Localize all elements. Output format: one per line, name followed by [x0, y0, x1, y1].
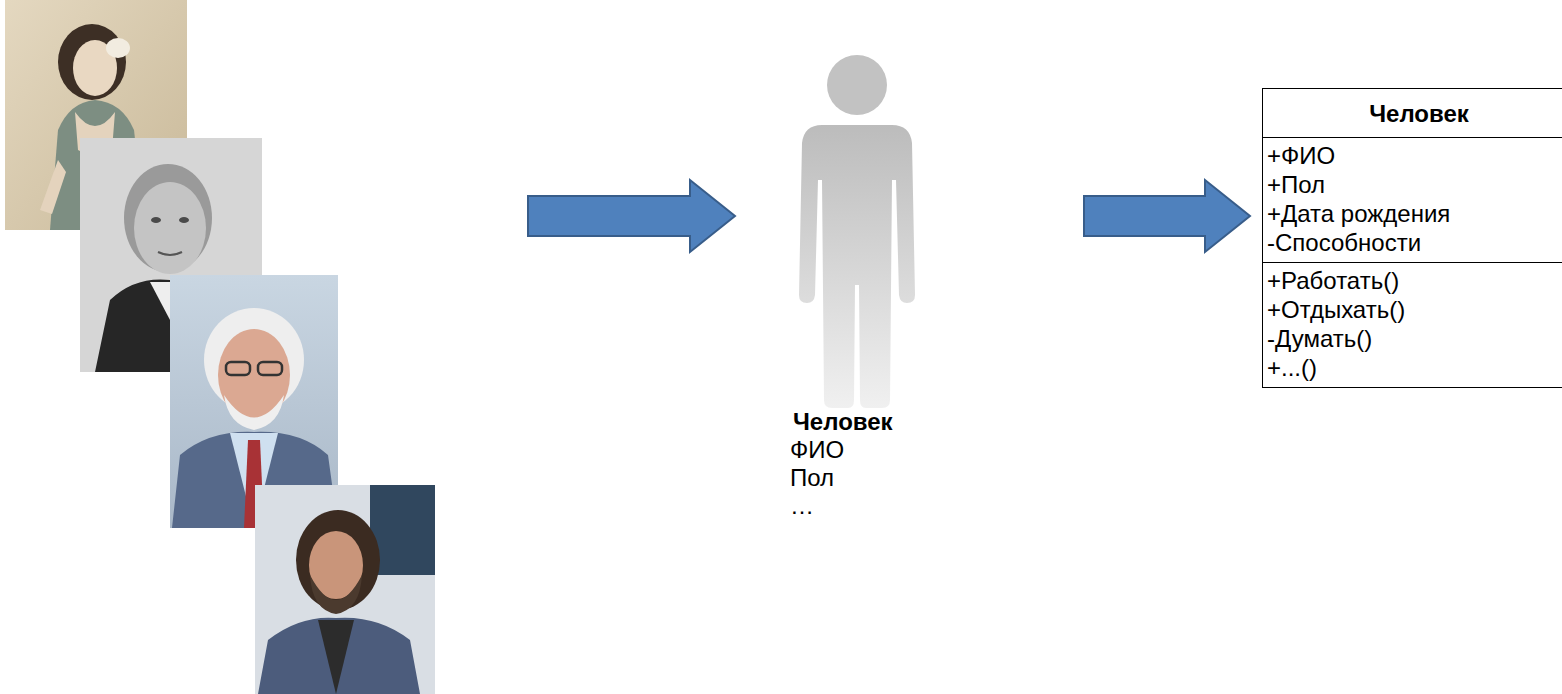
portrait-photo: [255, 485, 435, 694]
attribute-name: -Способности: [1267, 228, 1562, 257]
attribute-name: …: [770, 492, 969, 520]
class-figure: ЧеловекФИОПол…: [770, 40, 969, 520]
method-name: +Работать(): [1267, 266, 1562, 295]
method-name: +Отдыхать(): [1267, 295, 1562, 324]
class-methods: +Работать()+Отдыхать()-Думать()+...(): [1263, 262, 1562, 387]
attribute-name: +Пол: [1267, 170, 1562, 199]
attribute-name: +Дата рождения: [1267, 199, 1562, 228]
method-name: +...(): [1267, 353, 1562, 382]
attribute-name: Пол: [770, 464, 969, 492]
attribute-name: ФИО: [770, 436, 969, 464]
class-attributes: +ФИО+Пол+Дата рождения-Способности: [1263, 137, 1562, 262]
block-arrow: [1084, 180, 1250, 252]
method-name: -Думать(): [1267, 324, 1562, 353]
attribute-name: +ФИО: [1267, 141, 1562, 170]
class-name: Человек: [1269, 99, 1562, 128]
class-name: Человек: [1263, 89, 1562, 137]
person-silhouette: [770, 40, 945, 412]
class-name: Человек: [770, 408, 969, 436]
block-arrow: [528, 180, 735, 252]
uml-class-box: Человек +ФИО+Пол+Дата рождения-Способност…: [1262, 88, 1562, 388]
